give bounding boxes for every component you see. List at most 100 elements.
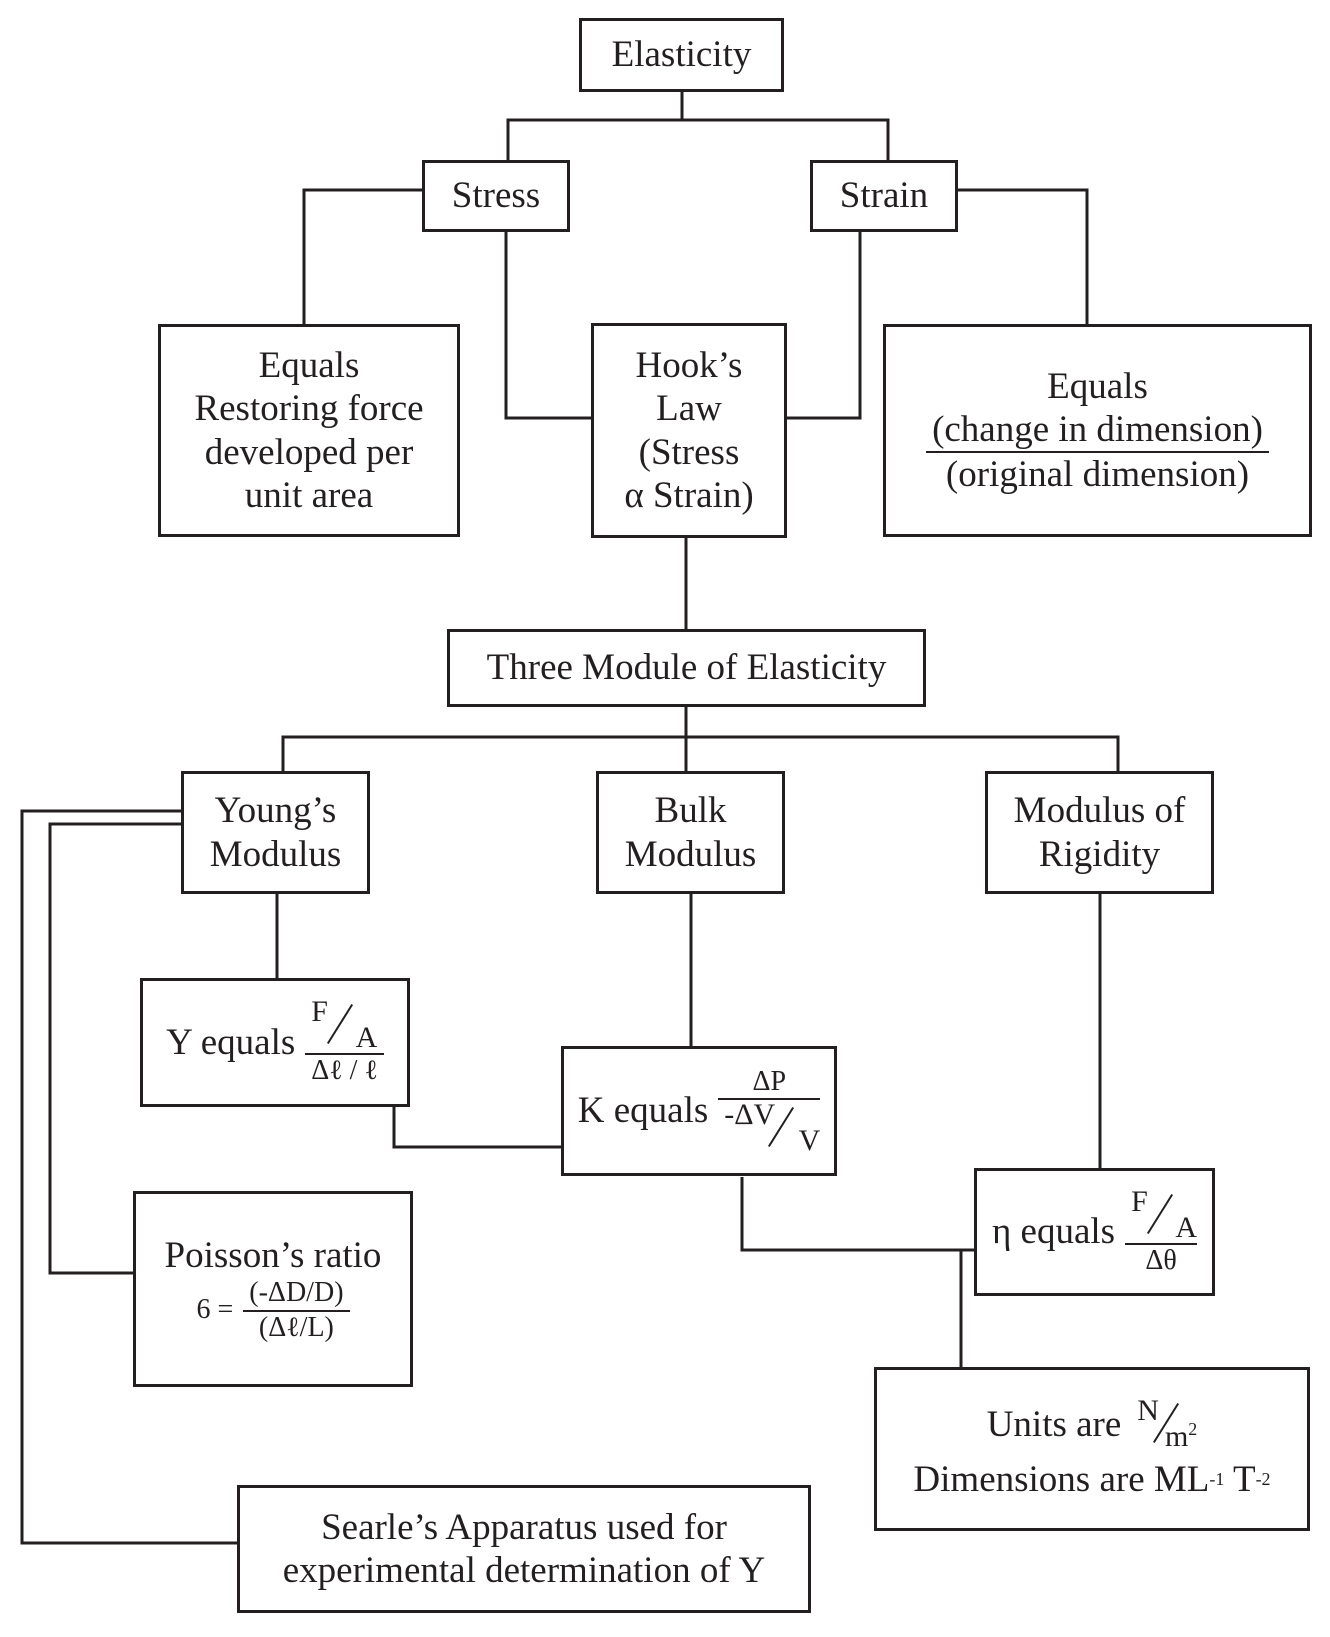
searles-apparatus-box: Searle’s Apparatus used for experimental… — [237, 1485, 811, 1613]
poisson-numerator: (-ΔD/D) — [249, 1276, 344, 1308]
rigidity-formula-label: η equals — [991, 1211, 1116, 1253]
elasticity-box: Elasticity — [579, 18, 784, 92]
searle-line-1: Searle’s Apparatus used for — [321, 1506, 727, 1548]
youngs-formula-box: Y equals F A Δℓ / ℓ — [140, 978, 410, 1107]
unit-newton: N — [1137, 1394, 1159, 1428]
poisson-title: Poisson’s ratio — [164, 1234, 382, 1276]
rigidity-fraction: F A Δθ — [1125, 1184, 1198, 1278]
youngs-modulus-box: Young’s Modulus — [181, 771, 370, 894]
poisson-denominator: (Δℓ/L) — [258, 1311, 334, 1343]
bulk-formula-label: K equals — [577, 1090, 709, 1132]
rigidity-formula-box: η equals F A Δθ — [974, 1168, 1215, 1296]
connector-y-k — [392, 1105, 561, 1149]
rigidity-formula-row: η equals F A Δθ — [991, 1184, 1198, 1278]
stress-def-line-4: unit area — [244, 474, 374, 516]
units-slash-fraction: N m2 — [1131, 1396, 1197, 1452]
fraction-bar — [243, 1309, 350, 1312]
strain-label: Strain — [839, 175, 929, 217]
youngs-line-2: Modulus — [209, 833, 342, 875]
bulk-formula-row: K equals ΔP -ΔV V — [578, 1066, 821, 1157]
elasticity-label: Elasticity — [611, 34, 752, 76]
rigidity-denominator: Δθ — [1145, 1244, 1177, 1276]
bulk-volume: V — [798, 1124, 821, 1158]
bulk-line-1: Bulk — [654, 790, 727, 832]
stress-def-line-3: developed per — [204, 431, 414, 473]
rigidity-force: F — [1131, 1184, 1148, 1218]
youngs-formula-label: Y equals — [166, 1021, 296, 1063]
fraction-bar — [305, 1053, 384, 1056]
three-module-box: Three Module of Elasticity — [447, 629, 926, 707]
units-row: Units are N m2 — [987, 1396, 1198, 1452]
dimension-exponent-1: -1 — [1209, 1469, 1225, 1490]
hooks-law-line-2: Law — [656, 388, 722, 430]
fraction-bar — [1125, 1242, 1198, 1245]
strain-def-denominator: (original dimension) — [945, 454, 1250, 496]
bulk-formula-box: K equals ΔP -ΔV V — [561, 1046, 837, 1176]
connector-young-poisson — [48, 822, 183, 1275]
poissons-ratio-box: Poisson’s ratio 6 = (-ΔD/D) (Δℓ/L) — [133, 1191, 413, 1387]
dimension-exponent-2: -2 — [1255, 1469, 1271, 1490]
strain-def-numerator: (change in dimension) — [932, 408, 1263, 450]
bulk-line-2: Modulus — [624, 833, 757, 875]
poisson-fraction: (-ΔD/D) (Δℓ/L) — [243, 1276, 350, 1345]
connector-elasticity-stress-strain — [506, 92, 684, 162]
youngs-fraction: F A Δℓ / ℓ — [305, 997, 384, 1088]
connector-stress-hook — [504, 232, 593, 420]
youngs-area: A — [355, 1021, 378, 1055]
stress-definition-box: Equals Restoring force developed per uni… — [158, 324, 460, 537]
stress-def-line-1: Equals — [258, 344, 360, 386]
connector-stress-def — [302, 188, 422, 324]
poisson-formula-row: 6 = (-ΔD/D) (Δℓ/L) — [196, 1276, 350, 1345]
units-box: Units are N m2 Dimensions are ML-1 T-2 — [874, 1367, 1310, 1531]
poisson-num-top: -ΔD — [258, 1276, 307, 1308]
dimensions-label: Dimensions are ML — [913, 1459, 1210, 1501]
bulk-fraction: ΔP -ΔV V — [718, 1065, 821, 1157]
youngs-force: F — [311, 995, 328, 1029]
dimensions-row: Dimensions are ML-1 T-2 — [913, 1458, 1270, 1501]
poisson-num-bottom: D — [313, 1276, 335, 1308]
three-module-label: Three Module of Elasticity — [486, 647, 887, 689]
youngs-line-1: Young’s — [214, 790, 337, 832]
fraction-bar — [718, 1098, 821, 1101]
searle-line-2: experimental determination of Y — [282, 1550, 766, 1591]
poisson-symbol: 6 = — [196, 1294, 234, 1326]
unit-metre: m2 — [1165, 1420, 1197, 1452]
units-label: Units are — [986, 1403, 1122, 1445]
strain-definition-box: Equals (change in dimension) (original d… — [883, 324, 1312, 537]
connector-three-branch — [281, 735, 1120, 773]
rigidity-line-1: Modulus of — [1013, 790, 1186, 832]
rigidity-area: A — [1175, 1210, 1198, 1244]
connector-k-eta — [740, 1177, 976, 1252]
slash — [1147, 1193, 1174, 1234]
hooks-law-line-3: (Stress — [638, 431, 740, 473]
hooks-law-box: Hook’s Law (Stress α Strain) — [591, 323, 787, 538]
connector-strain-hook — [785, 232, 862, 420]
poisson-den-top: Δℓ — [268, 1311, 300, 1343]
bulk-modulus-box: Bulk Modulus — [596, 771, 785, 894]
connector-strain-def — [958, 188, 1089, 324]
strain-box: Strain — [810, 160, 958, 232]
stress-def-line-2: Restoring force — [194, 388, 424, 430]
rigidity-slash-fraction: F A — [1125, 1184, 1198, 1244]
slash — [327, 1004, 354, 1045]
youngs-slash-fraction: F A — [305, 997, 377, 1053]
hooks-law-line-4: α Strain) — [624, 474, 754, 516]
stress-box: Stress — [422, 160, 570, 232]
fraction-bar — [926, 451, 1269, 454]
modulus-of-rigidity-box: Modulus of Rigidity — [985, 771, 1214, 894]
youngs-formula-row: Y equals F A Δℓ / ℓ — [166, 997, 384, 1088]
youngs-denominator: Δℓ / ℓ — [311, 1055, 378, 1087]
unit-metre-exponent: 2 — [1188, 1419, 1198, 1440]
stress-label: Stress — [451, 175, 541, 217]
connector-young-searle — [20, 809, 238, 1545]
strain-def-fraction: (change in dimension) (original dimensio… — [926, 408, 1269, 497]
hooks-law-line-1: Hook’s — [635, 344, 743, 386]
bulk-numerator: ΔP — [752, 1065, 787, 1097]
bulk-volume-change: -ΔV — [724, 1098, 776, 1132]
bulk-slash-fraction: -ΔV V — [718, 1100, 820, 1156]
strain-def-label: Equals — [1047, 365, 1148, 407]
unit-metre-base: m — [1164, 1420, 1189, 1454]
poisson-den-bottom: L — [307, 1311, 325, 1343]
dimension-time: T — [1224, 1459, 1256, 1501]
